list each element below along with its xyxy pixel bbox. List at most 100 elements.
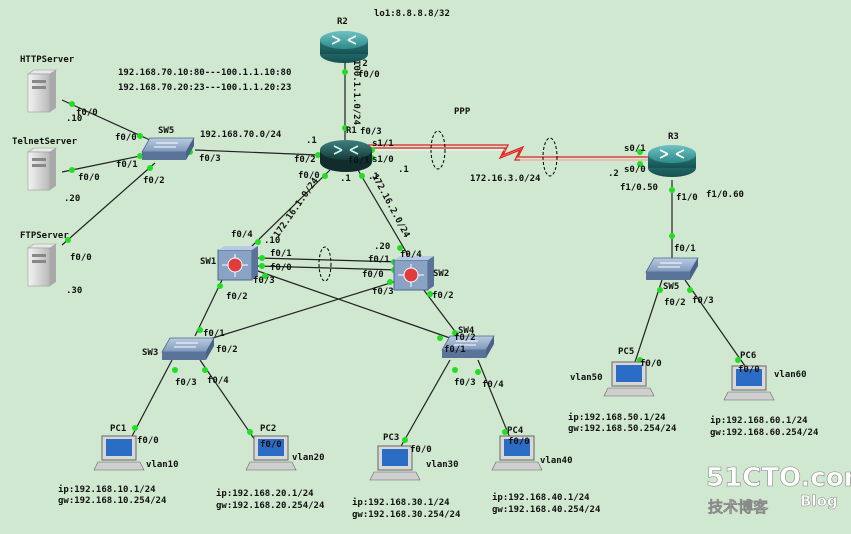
ppp-label: PPP: [454, 107, 471, 117]
sw5-right-name: SW5: [663, 282, 679, 292]
watermark-cn: 技术博客: [708, 498, 769, 516]
link-swr-pc5: [634, 279, 663, 363]
http-ip: .10: [66, 114, 82, 124]
link-r1-sw1: [249, 169, 331, 249]
multilayer-switch-sw2[interactable]: [393, 256, 434, 291]
sw5l-port-f03: f0/3: [199, 154, 221, 164]
ftp-port: f0/0: [70, 253, 92, 263]
switch-arrows-icon: [154, 142, 178, 148]
multilayer-switch-sw1[interactable]: [217, 246, 258, 281]
ftp-ip: .30: [66, 286, 82, 296]
pc3-icon[interactable]: [369, 445, 421, 481]
link-sw1-sw2-a: [257, 257, 401, 263]
net-100-label: 100.1.1.0/24: [351, 60, 361, 126]
pc6-icon[interactable]: [723, 365, 775, 401]
r1-port-f01: f0/1: [348, 156, 370, 166]
pc1-ip: ip:192.168.10.1/24: [58, 484, 156, 495]
watermark: 51CTO.com 技术博客 Blog: [706, 463, 851, 517]
swr-port-f02: f0/2: [664, 298, 686, 308]
router-r3[interactable]: [648, 145, 696, 177]
http-port: f0/0: [76, 108, 98, 118]
pc4-gw: gw:192.168.40.254/24: [492, 505, 601, 515]
sw4-port-f02: f0/2: [454, 333, 476, 343]
sw2-port-f00: f0/0: [362, 270, 384, 280]
port-labels: f0/0 .2 f0/3 s1/1 s1/0 f0/2 f0/0 f0/1 .1…: [64, 59, 760, 455]
sw1-port-f03: f0/3: [253, 276, 275, 286]
sw2-port-f01: f0/1: [368, 255, 390, 265]
link-http-sw5: [61, 99, 151, 141]
server-http[interactable]: [27, 69, 57, 113]
telnet-port: f0/0: [78, 173, 100, 183]
r3-port-s01: s0/1: [624, 144, 646, 154]
link-ftp-sw5: [61, 162, 156, 246]
pc6-name: PC6: [740, 351, 756, 361]
sw1-port-f00: f0/0: [270, 263, 292, 273]
r1-ip-d: .1: [398, 165, 409, 175]
pc5-name: PC5: [618, 347, 634, 357]
pc2-icon[interactable]: [245, 435, 297, 471]
link-telnet-sw5: [61, 154, 146, 173]
link-sw1-sw3: [194, 279, 223, 337]
sw4-port-f03: f0/3: [454, 378, 476, 388]
pc1-port: f0/0: [137, 436, 159, 446]
switch-arrows-icon: [454, 340, 478, 346]
server-telnet[interactable]: [27, 147, 57, 191]
pc5-icon[interactable]: [603, 361, 655, 397]
sw2-ip: .20: [374, 242, 390, 252]
sw2-port-f03: f0/3: [372, 287, 394, 297]
r1-port-f03: f0/3: [360, 127, 382, 137]
pc6-vlan: vlan60: [774, 370, 807, 380]
pc4-icon[interactable]: [491, 435, 543, 471]
router-arrows-icon: [333, 145, 359, 155]
server-ftp[interactable]: [27, 243, 57, 287]
pc1-icon[interactable]: [93, 435, 145, 471]
net-172-1-label: 172.16.1.0/24: [272, 176, 321, 240]
net-172-2-label: 172.16.2.0/24: [369, 173, 411, 240]
pc1-vlan: vlan10: [146, 460, 179, 470]
sw3-port-f02: f0/2: [216, 345, 238, 355]
telnet-name: TelnetServer: [12, 137, 78, 147]
router-arrows-icon: [331, 35, 357, 45]
switch-sw3[interactable]: [161, 337, 215, 360]
swr-port-f01: f0/1: [674, 244, 696, 254]
watermark-brand: 51CTO.com: [706, 463, 851, 493]
r3-port-s00: s0/0: [624, 165, 646, 175]
r3-name: R3: [668, 132, 679, 142]
pc5-ip: ip:192.168.50.1/24: [568, 412, 666, 423]
router-r2[interactable]: [320, 31, 368, 63]
pc3-gw: gw:192.168.30.254/24: [352, 510, 461, 520]
sw3-name: SW3: [142, 348, 158, 358]
nat-rule-1: 192.168.70.10:80---100.1.1.10:80: [118, 68, 291, 78]
pc3-name: PC3: [383, 433, 399, 443]
r2-port-f00: f0/0: [358, 70, 380, 80]
sw1-ip: .10: [264, 236, 280, 246]
nat-rule-2: 192.168.70.20:23---100.1.1.20:23: [118, 83, 291, 93]
sw5l-port-f00: f0/0: [115, 133, 137, 143]
swr-port-f03: f0/3: [692, 296, 714, 306]
r3-port-f10: f1/0: [676, 193, 698, 203]
sw3-port-f03: f0/3: [175, 378, 197, 388]
sw1-port-f02: f0/2: [226, 292, 248, 302]
pc6-gw: gw:192.168.60.254/24: [710, 428, 819, 438]
link-sw2-sw3: [199, 279, 401, 343]
router-arrows-icon: [659, 149, 685, 159]
link-sw4-pc3: [399, 359, 451, 449]
switch-sw5-right[interactable]: [645, 257, 699, 280]
link-r1-sw2: [357, 169, 409, 256]
watermark-blog: Blog: [800, 492, 838, 510]
switch-sw4[interactable]: [441, 335, 495, 358]
sw3-port-f01: f0/1: [203, 329, 225, 339]
r1-port-f00: f0/0: [298, 171, 320, 181]
pc4-vlan: vlan40: [540, 456, 573, 466]
sw4-name: SW4: [458, 326, 475, 336]
r1-port-s10: s1/0: [372, 155, 394, 165]
net-172-3-label: 172.16.3.0/24: [470, 174, 541, 184]
multilayer-icon: [403, 267, 419, 283]
switch-sw5-left[interactable]: [141, 137, 195, 160]
pc5-gw: gw:192.168.50.254/24: [568, 424, 677, 434]
r1-ip-b: .1: [340, 174, 351, 184]
r3-port-f150: f1/0.50: [620, 183, 658, 193]
device-names: R2 R1 R3 SW5 SW5 SW1 SW2 SW3 SW4 HTTPSer…: [12, 17, 756, 443]
router-r1[interactable]: [320, 140, 372, 172]
